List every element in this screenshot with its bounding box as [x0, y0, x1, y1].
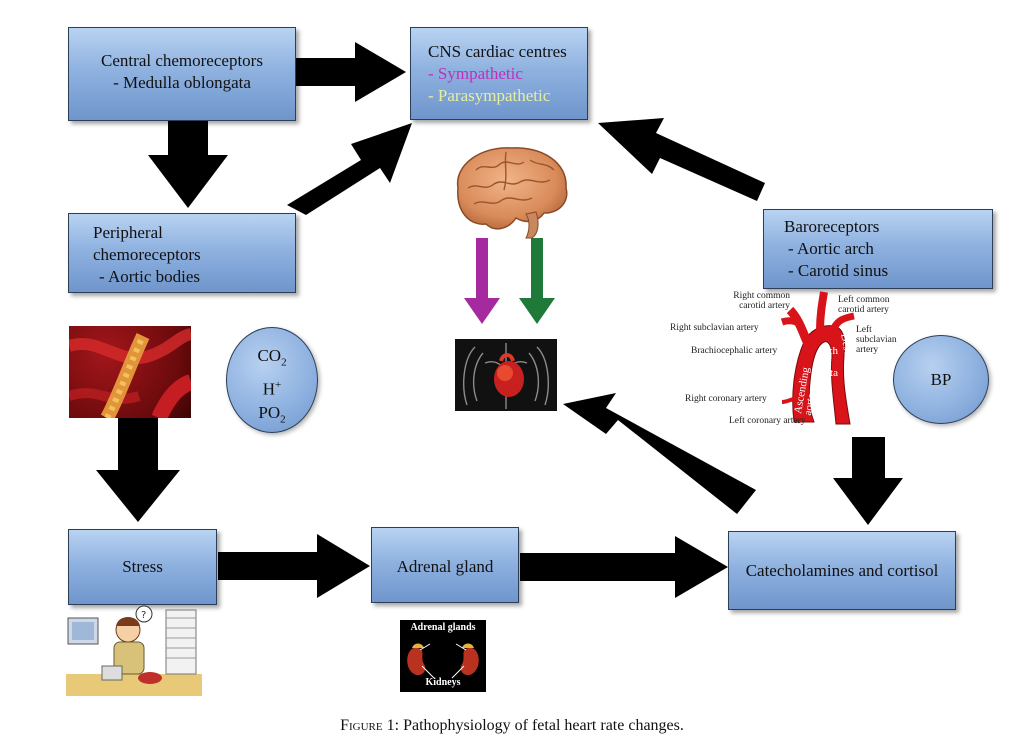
baro-carotid-sinus: - Carotid sinus [788, 261, 889, 280]
heart-chest-icon [455, 339, 557, 411]
label-brachiocephalic: Brachiocephalic artery [691, 346, 778, 356]
arrow-bp-to-catechol [833, 437, 903, 525]
figure-caption: Figure 1: Pathophysiology of fetal heart… [0, 717, 1024, 735]
peripheral-sub: - Aortic bodies [99, 267, 201, 286]
arrow-baro-to-cns [598, 118, 765, 201]
stress-label: Stress [122, 557, 163, 576]
cns-title: CNS cardiac centres [428, 42, 567, 61]
label-right-subclavian: Right subclavian artery [670, 323, 759, 333]
catechol-label: Catecholamines and cortisol [745, 560, 939, 580]
stressed-worker-icon: ? [66, 605, 202, 696]
aorta-icon [780, 291, 855, 425]
kidney-icon: Adrenal glands Kidneys [400, 620, 486, 692]
central-title: Central chemoreceptors [101, 51, 263, 70]
arrow-central-to-cns [296, 42, 406, 102]
label-left-coronary: Left coronary artery [729, 416, 806, 426]
cns-cardiac-centres-box: CNS cardiac centres - Sympathetic - Para… [410, 27, 588, 120]
label-right-coronary: Right coronary artery [685, 394, 767, 404]
arrow-sympathetic [464, 238, 500, 324]
adrenal-glands-text: Adrenal glands [410, 622, 476, 633]
stress-box: Stress [68, 529, 217, 605]
baroreceptors-box: Baroreceptors - Aortic arch - Carotid si… [763, 209, 993, 289]
label-right-common-carotid: Right common carotid artery [733, 291, 790, 311]
arrow-stress-to-adrenal [218, 534, 370, 598]
caption-label: Figure 1 [340, 717, 395, 734]
svg-text:?: ? [141, 610, 146, 621]
baro-title: Baroreceptors [784, 217, 880, 236]
bp-label: BP [930, 369, 952, 389]
adrenal-label: Adrenal gland [396, 557, 494, 576]
catecholamines-box: Catecholamines and cortisol [728, 531, 956, 610]
cns-sympathetic: - Sympathetic [428, 64, 523, 83]
blood-vessel-icon [69, 326, 191, 418]
arrow-peripheral-to-cns [287, 123, 412, 215]
caption-text: : Pathophysiology of fetal heart rate ch… [394, 717, 684, 734]
peripheral-title: Peripheral [93, 223, 163, 242]
peripheral-title-2: chemoreceptors [93, 245, 201, 264]
bp-circle: BP [893, 335, 989, 424]
arrow-parasympathetic [519, 238, 555, 324]
label-left-common-carotid: Left common carotid artery [838, 295, 890, 315]
arrow-adrenal-to-catechol [520, 536, 728, 598]
label-left-subclavian: Left subclavian artery [856, 325, 897, 355]
adrenal-gland-box: Adrenal gland [371, 527, 519, 603]
arrow-catechol-to-heart [563, 393, 756, 514]
arrow-vessel-to-stress [96, 418, 180, 522]
po2-text: PO2 [258, 403, 286, 426]
h-plus-text: H+ [262, 379, 282, 400]
label-arch-of-aorta: Arch of aorta [816, 345, 838, 379]
central-chemoreceptors-box: Central chemoreceptors - Medulla oblonga… [68, 27, 296, 121]
arrow-central-to-peripheral [148, 121, 228, 208]
central-sub: - Medulla oblongata [113, 73, 251, 92]
gases-circle: CO2 H+ PO2 [226, 327, 318, 433]
baro-aortic-arch: - Aortic arch [788, 239, 874, 258]
brain-icon [456, 147, 568, 239]
kidneys-text: Kidneys [425, 677, 461, 688]
cns-parasympathetic: - Parasympathetic [428, 86, 551, 105]
peripheral-chemoreceptors-box: Peripheral chemoreceptors - Aortic bodie… [68, 213, 296, 293]
co2-text: CO2 [257, 346, 287, 369]
